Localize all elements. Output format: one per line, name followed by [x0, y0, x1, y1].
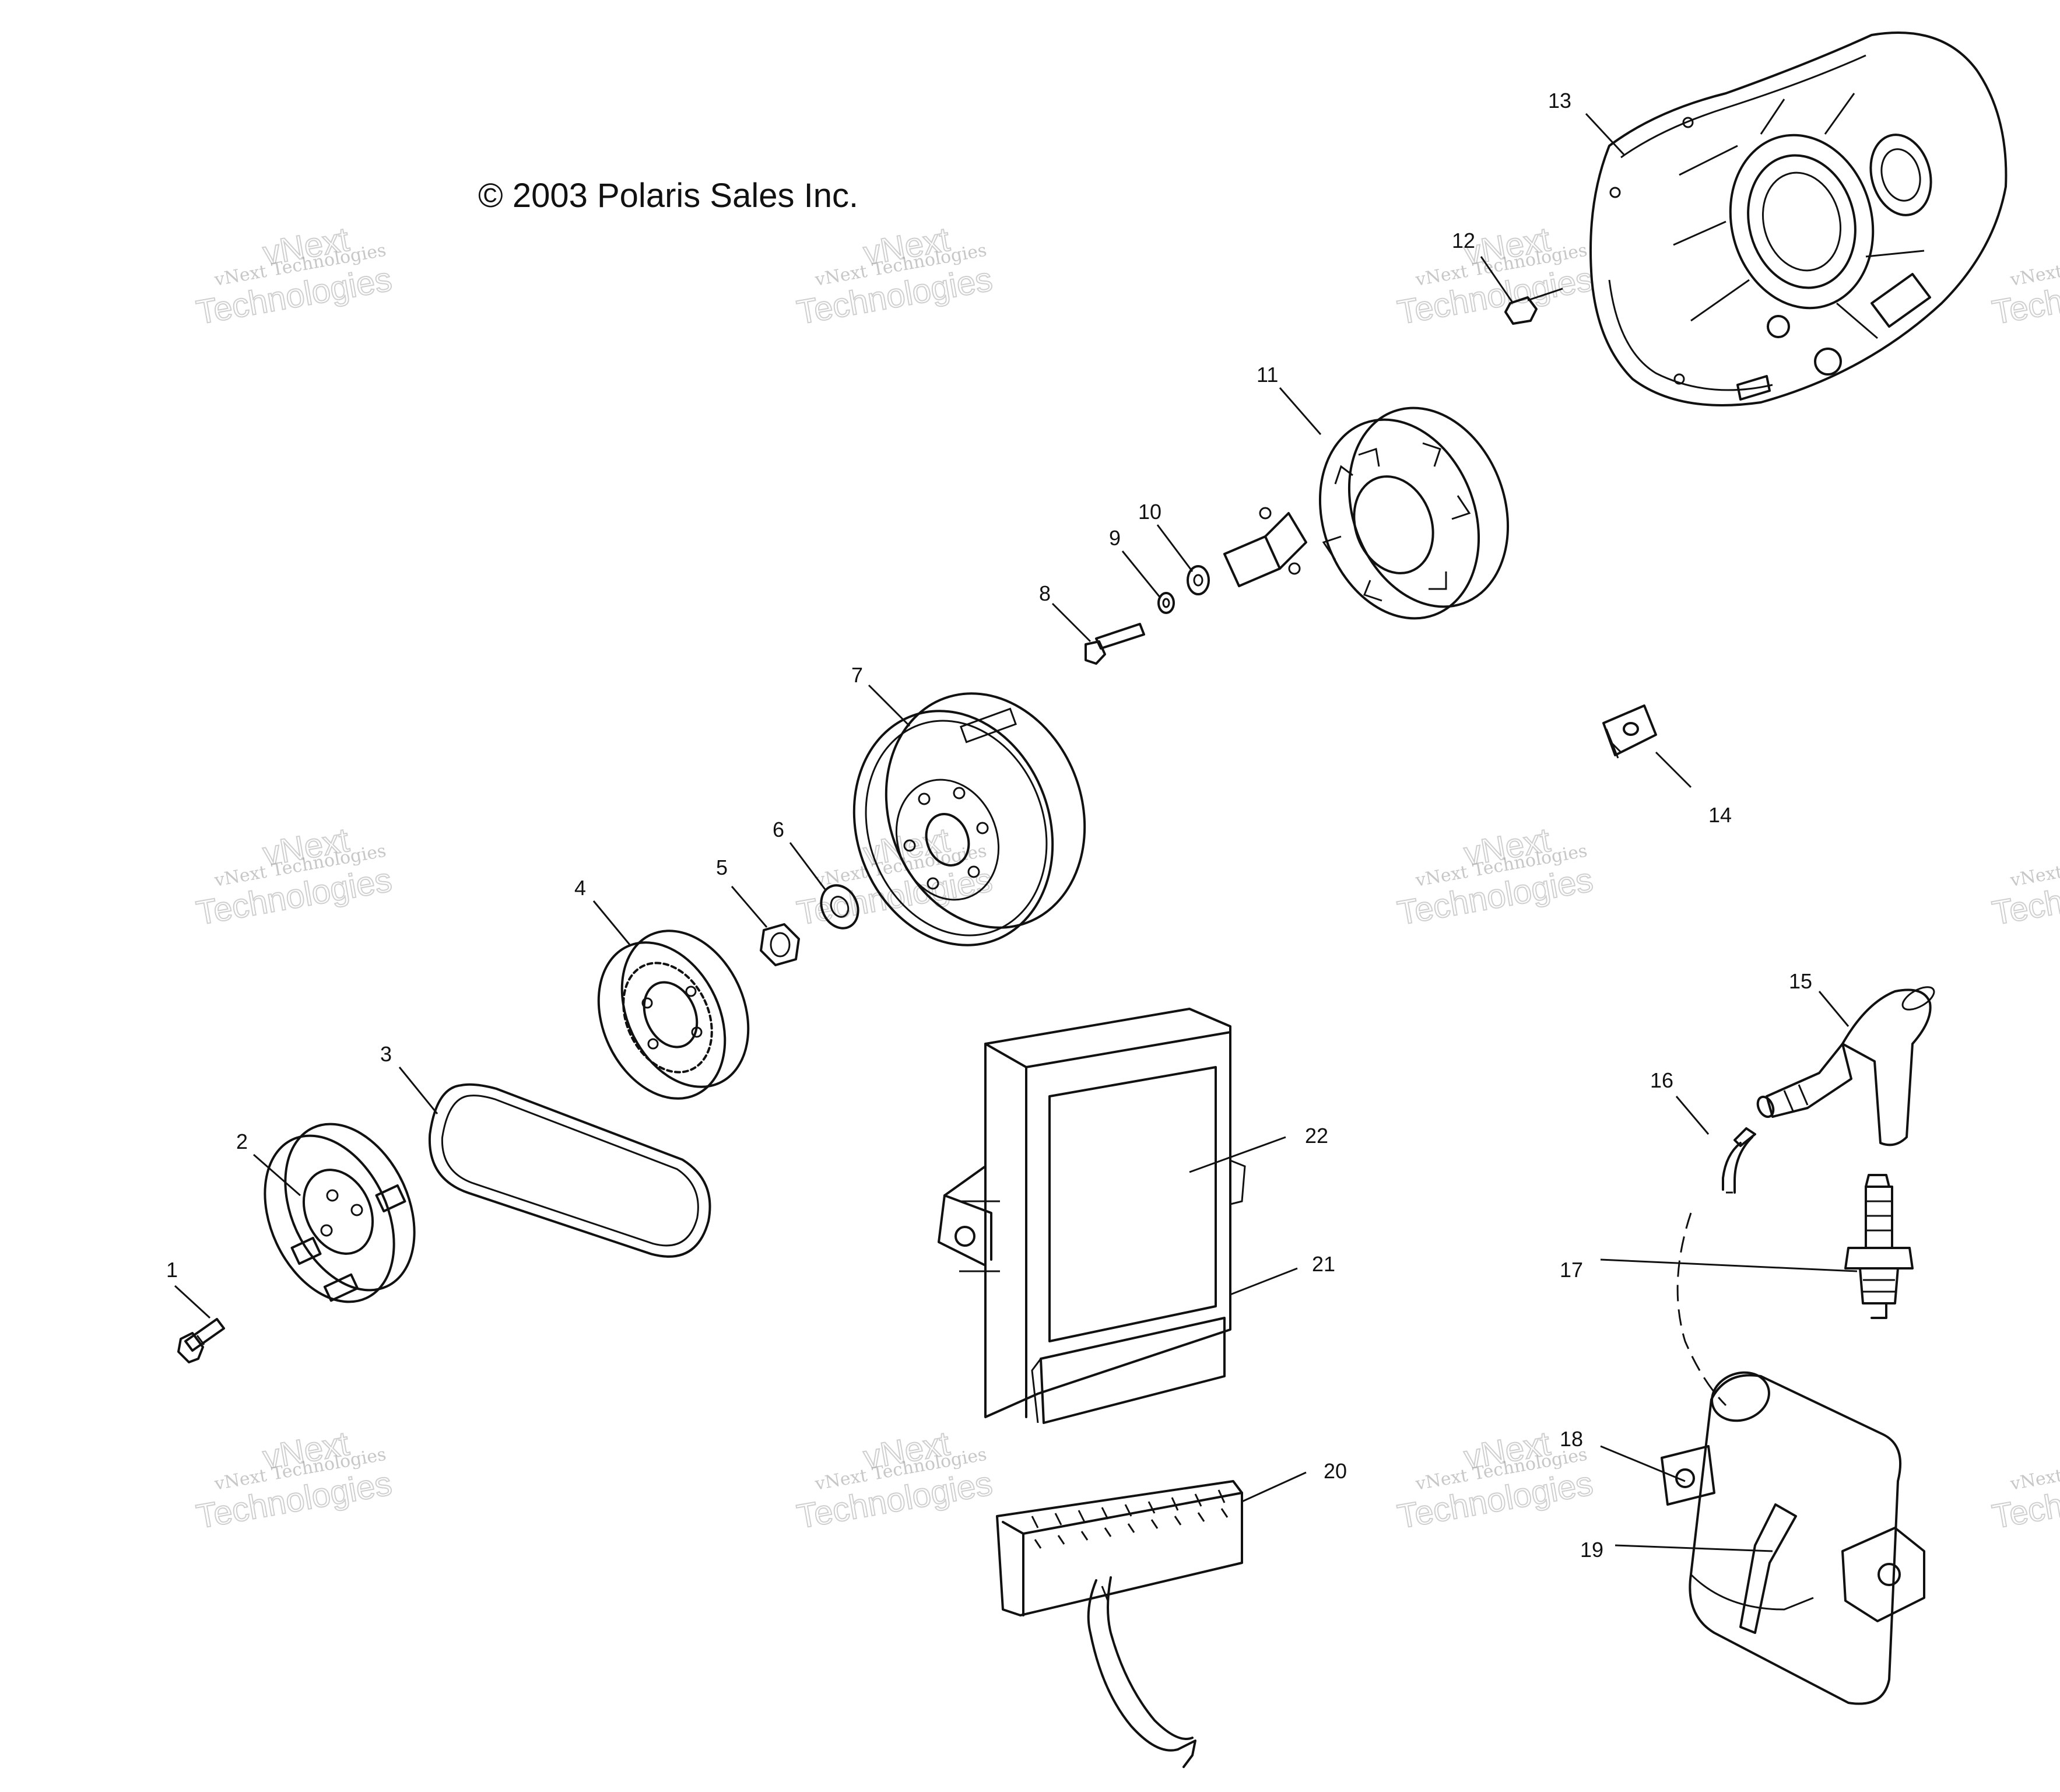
- callout-22: 22: [1305, 1124, 1328, 1148]
- callout-20: 20: [1324, 1459, 1347, 1483]
- part-13-crankcase-cover: [1589, 31, 2008, 406]
- callout-11: 11: [1257, 363, 1278, 387]
- watermark: vNext vNext Technologies Technologies: [1394, 820, 1596, 933]
- part-2-pulley: [264, 1123, 416, 1303]
- watermark: vNext Technologies Technologies: [1989, 1444, 2060, 1537]
- part-5-nut: [760, 923, 800, 966]
- part-21-cdi-module: [938, 1008, 1246, 1424]
- part-3-belt: [428, 1083, 711, 1258]
- callout-3: 3: [380, 1042, 392, 1066]
- part-9-lock-washer: [1157, 592, 1175, 614]
- watermark: vNext vNext Technologies Technologies: [193, 220, 395, 332]
- part-10-washer: [1187, 565, 1210, 595]
- part-20-connector: [996, 1480, 1243, 1768]
- callout-21: 21: [1312, 1252, 1335, 1276]
- callout-10: 10: [1138, 500, 1161, 524]
- callout-15: 15: [1789, 969, 1812, 993]
- part-17-spark-plug: [1844, 1174, 1914, 1319]
- part-7-flywheel: [852, 692, 1086, 946]
- watermark: vNext vNext Technologies Technologies: [193, 820, 395, 933]
- part-18-ignition-coil: [1661, 1371, 1925, 1705]
- watermark: vNext vNext Technologies Technologies: [794, 220, 996, 332]
- callout-17: 17: [1560, 1258, 1583, 1282]
- watermarks: vNext vNext Technologies Technologies vN…: [193, 220, 2060, 1537]
- callout-14: 14: [1708, 803, 1732, 827]
- part-4-trigger-wheel: [597, 930, 750, 1100]
- callout-16: 16: [1650, 1068, 1673, 1092]
- callout-labels: 1 2 3 4 5 6 7 8 9 10 11 12 13 14 15 16 1…: [166, 89, 1812, 1562]
- part-8-screw: [1085, 623, 1145, 665]
- callout-9: 9: [1109, 526, 1121, 550]
- callout-19: 19: [1580, 1538, 1603, 1562]
- callout-13: 13: [1548, 89, 1571, 113]
- part-12-bolt: [1504, 287, 1563, 325]
- part-11-stator: [1223, 406, 1510, 620]
- watermark: vNext Technologies Technologies: [1989, 841, 2060, 933]
- part-16-ignition-wire: [1676, 1127, 1756, 1407]
- watermark: vNext vNext Technologies Technologies: [193, 1424, 395, 1537]
- part-15-spark-plug-cap: [1756, 986, 1935, 1146]
- callout-18: 18: [1560, 1427, 1583, 1451]
- copyright-text: © 2003 Polaris Sales Inc.: [478, 177, 858, 215]
- callout-2: 2: [236, 1130, 248, 1153]
- callout-4: 4: [574, 876, 586, 900]
- callout-1: 1: [166, 1258, 178, 1282]
- leader-lines: [174, 113, 1858, 1552]
- callout-8: 8: [1039, 581, 1051, 605]
- part-14-clip-nut: [1602, 704, 1657, 759]
- callout-5: 5: [716, 855, 728, 879]
- callout-6: 6: [773, 818, 784, 841]
- watermark: vNext vNext Technologies Technologies: [1394, 220, 1596, 332]
- watermark: vNext Technologies Technologies: [1989, 240, 2060, 332]
- callout-12: 12: [1452, 229, 1475, 253]
- watermark: vNext vNext Technologies Technologies: [794, 1424, 996, 1537]
- part-1-bolt: [177, 1318, 225, 1363]
- part-6-washer: [820, 884, 859, 930]
- callout-7: 7: [851, 663, 863, 687]
